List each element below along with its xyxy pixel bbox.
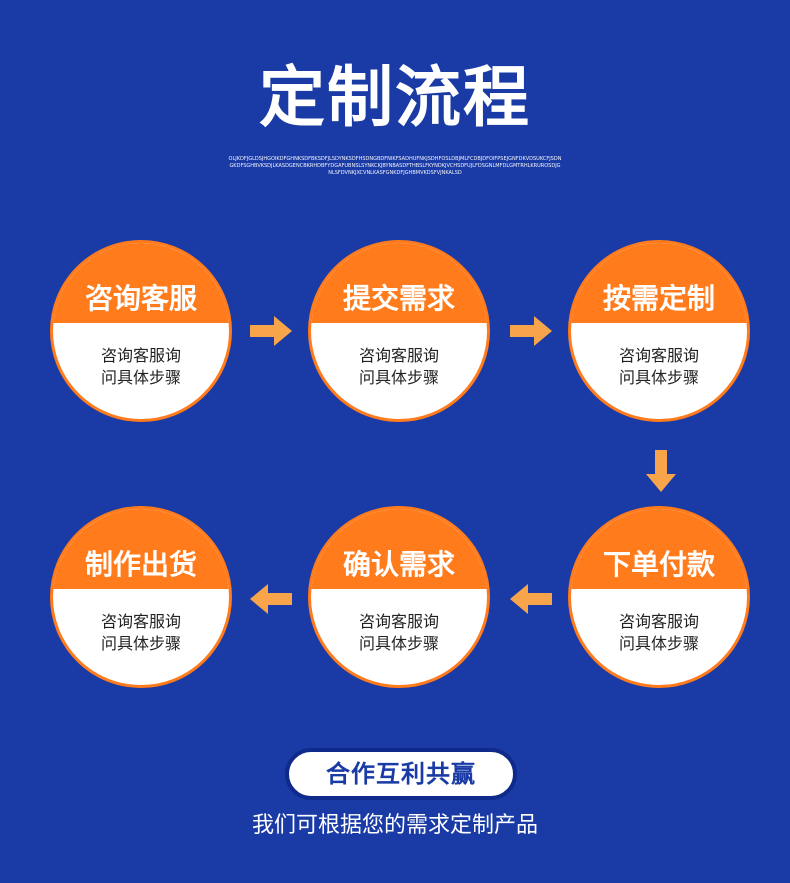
step-description: 咨询客服询 问具体步骤 [571,323,747,419]
step-desc-line2: 问具体步骤 [100,634,181,653]
step-title: 下单付款 [571,509,747,589]
decorative-subtitle: OLJKDFJGLDSJHGOIKDFGHNKSDFBKSDFJLSDYNKSD… [228,156,562,176]
step-desc-line1: 咨询客服询 [358,346,439,365]
step-title: 制作出货 [53,509,229,589]
arrow-down-icon [646,450,676,492]
step-title: 提交需求 [311,243,487,323]
tagline: 我们可根据您的需求定制产品 [251,813,538,838]
step-desc-line2: 问具体步骤 [358,634,439,653]
step-desc-line2: 问具体步骤 [618,634,699,653]
step-description: 咨询客服询 问具体步骤 [311,589,487,685]
step-circle-consult: 咨询客服 咨询客服询 问具体步骤 [50,240,232,422]
step-title: 咨询客服 [53,243,229,323]
step-description: 咨询客服询 问具体步骤 [53,589,229,685]
arrow-right-icon [510,316,552,346]
step-desc-line2: 问具体步骤 [100,368,181,387]
step-desc-line2: 问具体步骤 [358,368,439,387]
step-circle-production: 制作出货 咨询客服询 问具体步骤 [50,506,232,688]
arrow-left-icon [510,584,552,614]
step-circle-payment: 下单付款 咨询客服询 问具体步骤 [568,506,750,688]
step-circle-customize: 按需定制 咨询客服询 问具体步骤 [568,240,750,422]
step-desc-line1: 咨询客服询 [100,346,181,365]
step-description: 咨询客服询 问具体步骤 [571,589,747,685]
step-desc-line1: 咨询客服询 [618,346,699,365]
step-circle-confirm: 确认需求 咨询客服询 问具体步骤 [308,506,490,688]
step-desc-line1: 咨询客服询 [358,612,439,631]
step-desc-line2: 问具体步骤 [618,368,699,387]
cooperation-badge: 合作互利共赢 [285,748,517,800]
step-desc-line1: 咨询客服询 [100,612,181,631]
arrow-left-icon [250,584,292,614]
arrow-right-icon [250,316,292,346]
step-description: 咨询客服询 问具体步骤 [311,323,487,419]
step-title: 按需定制 [571,243,747,323]
step-title: 确认需求 [311,509,487,589]
step-circle-submit: 提交需求 咨询客服询 问具体步骤 [308,240,490,422]
page-title: 定制流程 [259,59,531,136]
step-description: 咨询客服询 问具体步骤 [53,323,229,419]
step-desc-line1: 咨询客服询 [618,612,699,631]
